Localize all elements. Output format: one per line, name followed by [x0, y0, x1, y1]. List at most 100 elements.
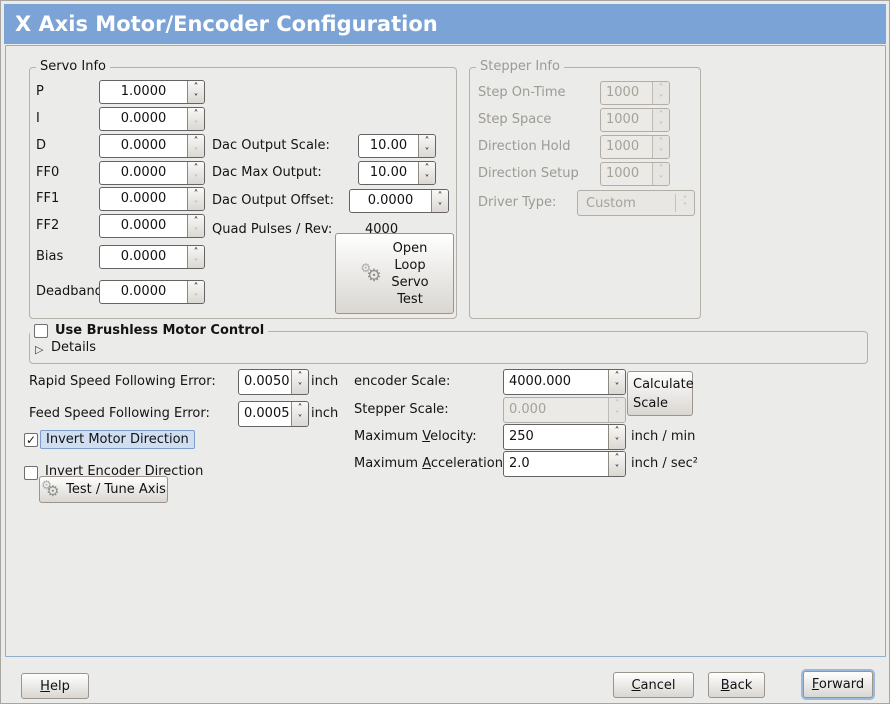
invert-motor-label[interactable]: Invert Motor Direction [40, 430, 195, 449]
spin-up-icon[interactable]: ˄ [193, 163, 199, 174]
cancel-button[interactable]: Cancel [613, 672, 694, 698]
spin-down-icon[interactable]: ˅ [193, 174, 199, 185]
i-spinbox[interactable]: 0.0000 ˄˅ [99, 107, 205, 131]
spin-up-icon[interactable]: ˄ [193, 136, 199, 147]
feed-error-spinbox[interactable]: 0.0005 ˄˅ [238, 401, 309, 427]
max-velocity-label: Maximum Velocity: [354, 429, 477, 444]
spin-buttons[interactable]: ˄˅ [291, 402, 308, 426]
spin-up-icon[interactable]: ˄ [424, 163, 430, 174]
feed-error-value[interactable]: 0.0005 [244, 406, 290, 421]
invert-encoder-label[interactable]: Invert Encoder Direction [45, 464, 204, 479]
open-loop-servo-test-button[interactable]: ⚙ ⚙ Open Loop Servo Test [335, 233, 454, 314]
encoder-scale-spinbox[interactable]: 4000.000 ˄˅ [503, 369, 626, 395]
spin-buttons[interactable]: ˄˅ [187, 162, 204, 184]
spin-up-icon[interactable]: ˄ [437, 191, 443, 202]
rapid-error-value[interactable]: 0.0050 [244, 374, 290, 389]
back-button[interactable]: Back [708, 672, 765, 698]
spin-up-icon[interactable]: ˄ [193, 189, 199, 200]
d-spinbox[interactable]: 0.0000 ˄˅ [99, 134, 205, 158]
i-value[interactable]: 0.0000 [120, 111, 167, 126]
brushless-checkbox[interactable] [34, 323, 48, 338]
dac-output-scale-spinbox[interactable]: 10.00 ˄˅ [358, 134, 436, 158]
rapid-error-spinbox[interactable]: 0.0050 ˄˅ [238, 369, 309, 395]
spin-up-icon[interactable]: ˄ [193, 216, 199, 227]
ff0-value[interactable]: 0.0000 [120, 165, 167, 180]
spin-buttons[interactable]: ˄˅ [431, 190, 448, 212]
invert-encoder-checkbox[interactable] [24, 466, 38, 480]
max-acceleration-value[interactable]: 2.0 [509, 456, 530, 471]
driver-type-value: Custom [586, 195, 636, 211]
help-button[interactable]: Help [21, 673, 89, 699]
spin-up-icon[interactable]: ˄ [193, 247, 199, 258]
spin-buttons[interactable]: ˄˅ [187, 246, 204, 268]
spin-down-icon[interactable]: ˅ [297, 382, 303, 393]
ff1-spinbox[interactable]: 0.0000 ˄˅ [99, 187, 205, 211]
bias-value[interactable]: 0.0000 [120, 249, 167, 264]
spin-down-icon[interactable]: ˅ [614, 437, 620, 448]
ff1-value[interactable]: 0.0000 [120, 191, 167, 206]
spin-up-icon[interactable]: ˄ [614, 453, 620, 464]
rapid-error-label: Rapid Speed Following Error: [29, 374, 216, 389]
help-label: Help [40, 678, 70, 694]
details-label[interactable]: Details [51, 340, 97, 355]
spin-up-icon[interactable]: ˄ [614, 426, 620, 437]
spin-up-icon[interactable]: ˄ [193, 82, 199, 93]
spin-down-icon[interactable]: ˅ [193, 93, 199, 104]
dac-max-output-value[interactable]: 10.00 [369, 165, 408, 180]
feed-error-label: Feed Speed Following Error: [29, 406, 210, 421]
deadband-value[interactable]: 0.0000 [120, 284, 167, 299]
open-loop-button-label: Open Loop Servo Test [391, 240, 428, 308]
spin-down-icon[interactable]: ˅ [297, 414, 303, 425]
spin-up-icon[interactable]: ˄ [297, 403, 303, 414]
spin-down-icon[interactable]: ˅ [193, 293, 199, 304]
spin-down-icon[interactable]: ˅ [193, 258, 199, 269]
spin-buttons[interactable]: ˄˅ [187, 81, 204, 103]
spin-buttons[interactable]: ˄˅ [608, 452, 625, 476]
spin-down-icon[interactable]: ˅ [614, 464, 620, 475]
spin-buttons[interactable]: ˄˅ [187, 135, 204, 157]
ff2-spinbox[interactable]: 0.0000 ˄˅ [99, 214, 205, 238]
p-spinbox[interactable]: 1.0000 ˄˅ [99, 80, 205, 104]
spin-down-icon[interactable]: ˅ [437, 202, 443, 213]
d-value[interactable]: 0.0000 [120, 138, 167, 153]
spin-buttons[interactable]: ˄˅ [291, 370, 308, 394]
ff0-spinbox[interactable]: 0.0000 ˄˅ [99, 161, 205, 185]
spin-down-icon[interactable]: ˅ [424, 147, 430, 158]
max-acceleration-spinbox[interactable]: 2.0 ˄˅ [503, 451, 626, 477]
max-velocity-value[interactable]: 250 [509, 429, 534, 444]
spin-buttons[interactable]: ˄˅ [187, 215, 204, 237]
spin-down-icon[interactable]: ˅ [193, 200, 199, 211]
invert-motor-checkbox[interactable]: ✓ [24, 433, 38, 447]
details-expander-icon[interactable]: ▷ [35, 343, 44, 356]
encoder-scale-value[interactable]: 4000.000 [509, 374, 572, 389]
deadband-spinbox[interactable]: 0.0000 ˄˅ [99, 280, 205, 304]
spin-down-icon[interactable]: ˅ [193, 120, 199, 131]
spin-buttons[interactable]: ˄˅ [418, 162, 435, 184]
p-value[interactable]: 1.0000 [120, 84, 167, 99]
calculate-scale-button[interactable]: Calculate Scale [627, 371, 694, 416]
bias-spinbox[interactable]: 0.0000 ˄˅ [99, 245, 205, 269]
ff2-value[interactable]: 0.0000 [120, 218, 167, 233]
spin-buttons[interactable]: ˄˅ [187, 188, 204, 210]
spin-down-icon[interactable]: ˅ [424, 174, 430, 185]
dac-output-offset-value[interactable]: 0.0000 [367, 193, 414, 208]
dac-output-scale-value[interactable]: 10.00 [369, 138, 408, 153]
spin-buttons[interactable]: ˄˅ [418, 135, 435, 157]
spin-buttons[interactable]: ˄˅ [608, 370, 625, 394]
max-velocity-spinbox[interactable]: 250 ˄˅ [503, 424, 626, 450]
forward-button[interactable]: Forward [803, 671, 873, 698]
spin-down-icon[interactable]: ˅ [193, 147, 199, 158]
dac-max-output-spinbox[interactable]: 10.00 ˄˅ [358, 161, 436, 185]
spin-down-icon[interactable]: ˅ [614, 382, 620, 393]
test-tune-axis-button[interactable]: ⚙ ⚙ Test / Tune Axis [39, 476, 168, 503]
spin-buttons[interactable]: ˄˅ [608, 425, 625, 449]
spin-buttons[interactable]: ˄˅ [187, 108, 204, 130]
spin-down-icon[interactable]: ˅ [193, 227, 199, 238]
spin-up-icon[interactable]: ˄ [193, 109, 199, 120]
dac-output-offset-spinbox[interactable]: 0.0000 ˄˅ [349, 189, 449, 213]
spin-up-icon[interactable]: ˄ [297, 371, 303, 382]
spin-buttons[interactable]: ˄˅ [187, 281, 204, 303]
spin-up-icon[interactable]: ˄ [424, 136, 430, 147]
spin-up-icon[interactable]: ˄ [614, 371, 620, 382]
spin-up-icon[interactable]: ˄ [193, 282, 199, 293]
